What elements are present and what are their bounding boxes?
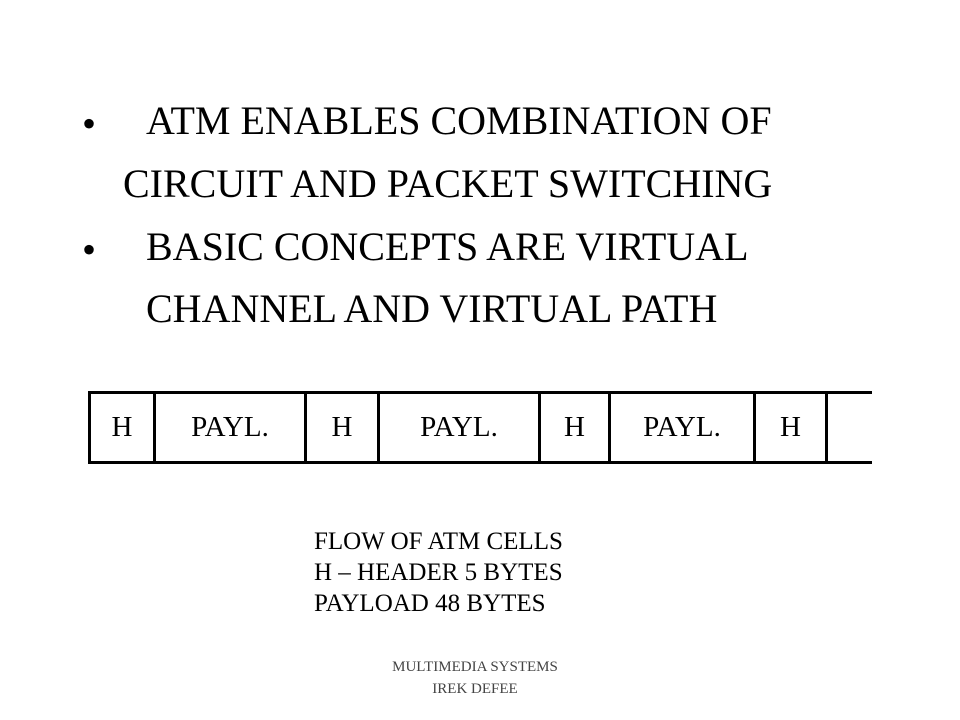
- caption-line: FLOW OF ATM CELLS: [314, 528, 563, 555]
- cell-divider: [304, 394, 307, 461]
- bullet-2-marker: •: [82, 227, 97, 272]
- bullet-2-line-2: CHANNEL AND VIRTUAL PATH: [146, 286, 718, 331]
- bullet-1-line-1: ATM ENABLES COMBINATION OF: [146, 98, 772, 143]
- cell-header: H: [780, 411, 801, 443]
- cell-payload: PAYL.: [191, 411, 269, 443]
- bullet-1-marker: •: [82, 101, 97, 146]
- atm-cell-stream: H PAYL. H PAYL. H PAYL. H: [88, 391, 872, 464]
- cell-payload: PAYL.: [643, 411, 721, 443]
- bullet-2-line-1: BASIC CONCEPTS ARE VIRTUAL: [146, 224, 749, 269]
- cell-header: H: [564, 411, 585, 443]
- cell-divider: [825, 394, 828, 461]
- footer-line: IREK DEFEE: [432, 681, 518, 697]
- cell-divider: [377, 394, 380, 461]
- cell-payload: PAYL.: [420, 411, 498, 443]
- cell-divider: [538, 394, 541, 461]
- caption-line: PAYLOAD 48 BYTES: [314, 590, 546, 617]
- slide-footer: MULTIMEDIA SYSTEMS IREK DEFEE: [320, 656, 630, 700]
- caption-line: H – HEADER 5 BYTES: [314, 559, 563, 586]
- cell-divider: [608, 394, 611, 461]
- cell-header: H: [111, 411, 133, 443]
- diagram-caption: FLOW OF ATM CELLS H – HEADER 5 BYTES PAY…: [314, 526, 563, 619]
- cell-divider: [753, 394, 756, 461]
- bullet-1-line-2: CIRCUIT AND PACKET SWITCHING: [123, 161, 773, 206]
- cell-header: H: [331, 411, 353, 443]
- footer-line: MULTIMEDIA SYSTEMS: [392, 659, 558, 675]
- cell-divider: [153, 394, 156, 461]
